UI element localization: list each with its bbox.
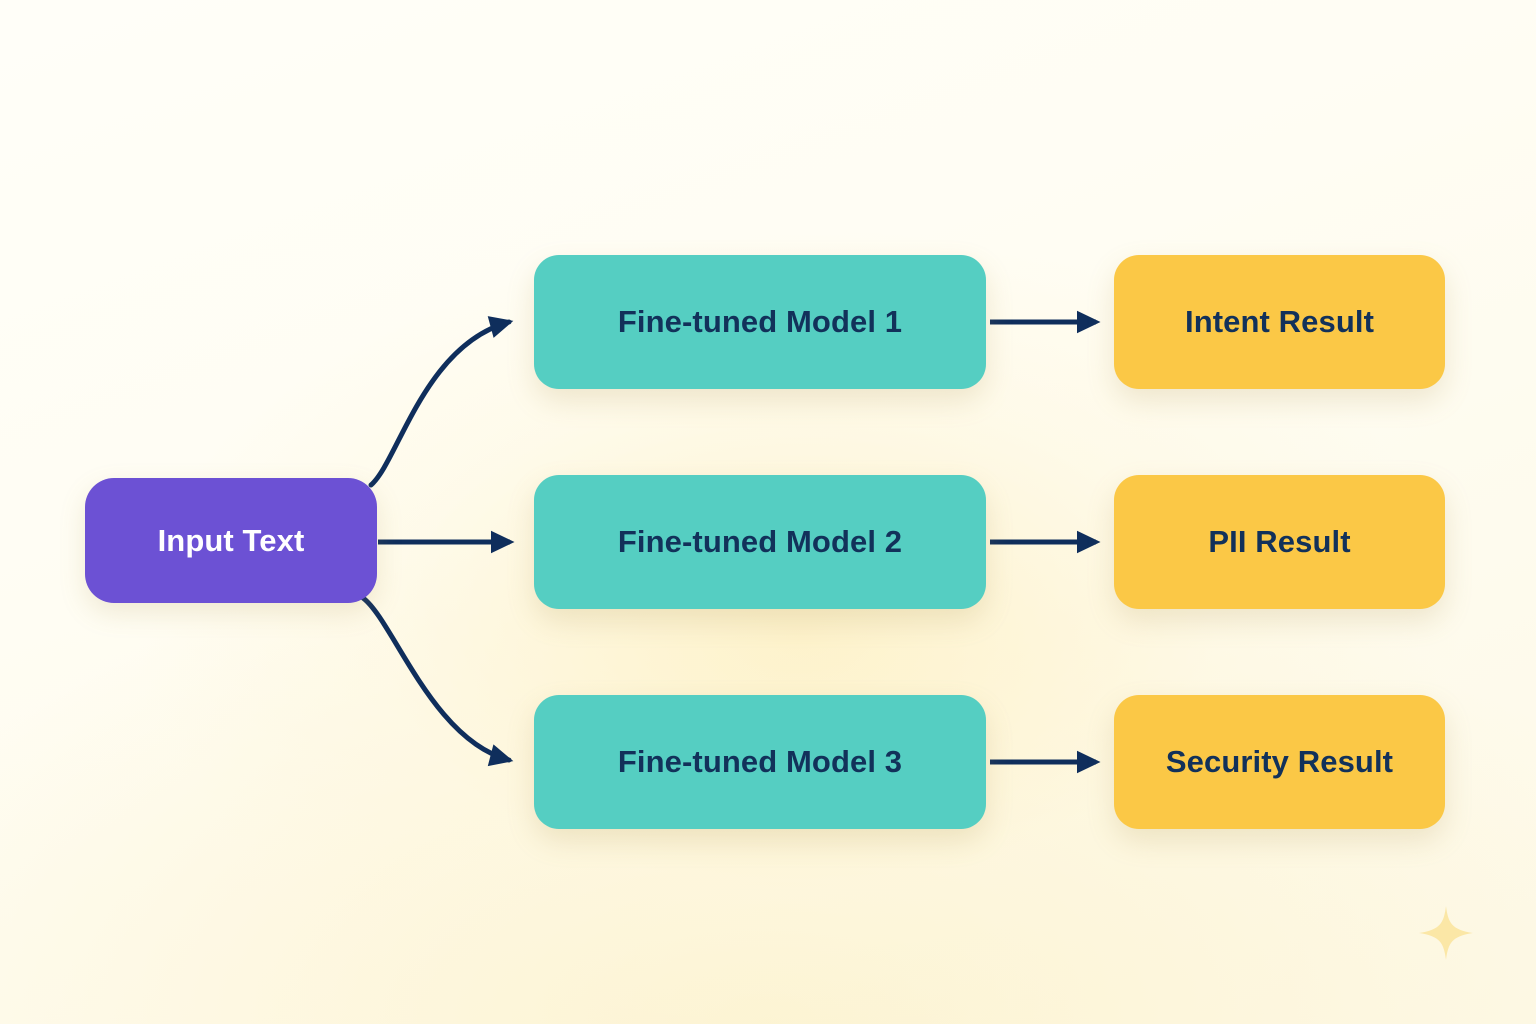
node-pii-result[interactable]: PII Result (1114, 475, 1445, 609)
node-intent-result[interactable]: Intent Result (1114, 255, 1445, 389)
edge-input-to-model-1 (368, 316, 514, 488)
edge-input-to-model-3 (360, 595, 514, 767)
node-input-text-label: Input Text (157, 522, 305, 558)
node-security-result[interactable]: Security Result (1114, 695, 1445, 829)
sparkle-icon (1419, 906, 1473, 960)
node-fine-tuned-model-2[interactable]: Fine-tuned Model 2 (534, 475, 986, 609)
node-pii-result-label: PII Result (1208, 524, 1351, 560)
node-fine-tuned-model-3[interactable]: Fine-tuned Model 3 (534, 695, 986, 829)
node-fine-tuned-model-1-label: Fine-tuned Model 1 (617, 304, 903, 340)
node-fine-tuned-model-1[interactable]: Fine-tuned Model 1 (534, 255, 986, 389)
node-fine-tuned-model-3-label: Fine-tuned Model 3 (617, 744, 903, 780)
node-input-text[interactable]: Input Text (85, 478, 377, 603)
node-fine-tuned-model-2-label: Fine-tuned Model 2 (617, 524, 903, 560)
node-security-result-label: Security Result (1165, 744, 1394, 780)
node-intent-result-label: Intent Result (1184, 304, 1375, 340)
